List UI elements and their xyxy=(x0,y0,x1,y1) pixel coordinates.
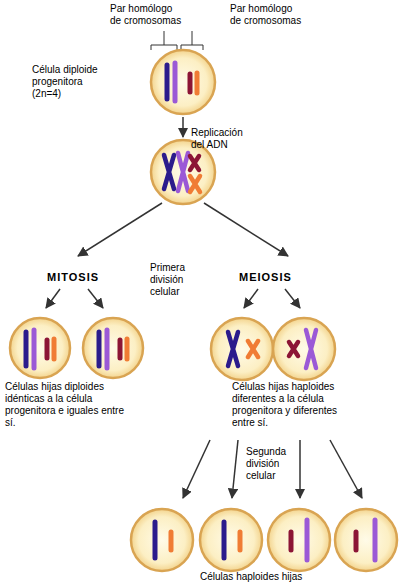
cell xyxy=(200,509,262,571)
chromosome xyxy=(190,156,199,170)
chromosome xyxy=(125,339,130,359)
chromosome xyxy=(289,532,294,550)
chromosome xyxy=(289,342,298,356)
chromosome xyxy=(222,522,227,558)
chromosome xyxy=(165,65,170,99)
chromosome xyxy=(24,332,29,366)
chromosome xyxy=(169,532,174,550)
chromosome xyxy=(178,153,188,191)
arrow xyxy=(204,203,288,256)
cell xyxy=(268,509,330,571)
cell xyxy=(273,318,335,380)
chromosome xyxy=(52,339,57,359)
caption-text: Células hijas haploides diferentes a la … xyxy=(232,381,358,429)
chromosome xyxy=(354,532,359,550)
arrow xyxy=(46,289,60,308)
cell xyxy=(211,318,273,380)
label-text: Célula diploide progenitora (2n=4) xyxy=(32,64,106,100)
arrow xyxy=(330,440,362,498)
cell xyxy=(151,50,215,114)
arrow xyxy=(299,440,301,498)
label-text: Primera división celular xyxy=(150,262,196,298)
chromosome xyxy=(373,520,378,560)
chromosome xyxy=(45,340,50,358)
chromosome xyxy=(305,520,310,560)
chromosome xyxy=(248,341,258,357)
caption-text: Células hijas diploides idénticas a la c… xyxy=(5,381,131,429)
arrow xyxy=(244,289,258,308)
label-text: Par homólogo de cromosomas xyxy=(110,3,184,27)
chromosome xyxy=(306,330,316,368)
chromosome xyxy=(188,74,193,92)
chromosome xyxy=(173,63,178,101)
cell xyxy=(131,509,193,571)
bracket xyxy=(181,31,203,50)
chromosome xyxy=(118,340,123,358)
process-heading: MEIOSIS xyxy=(239,271,309,284)
cell xyxy=(83,318,143,378)
chromosome xyxy=(32,330,37,368)
arrow xyxy=(183,440,210,498)
label-text: Par homólogo de cromosomas xyxy=(230,3,304,27)
chromosome xyxy=(228,332,238,366)
chromosome xyxy=(164,155,174,189)
label-text: Replicación del ADN xyxy=(191,127,251,151)
cell xyxy=(335,509,397,571)
arrow xyxy=(285,289,300,308)
chromosome xyxy=(195,73,200,93)
bracket xyxy=(151,31,177,50)
caption-text: Células haploides hijas xyxy=(200,571,340,583)
chromosome xyxy=(97,332,102,366)
label-text: Segunda división celular xyxy=(246,446,302,482)
arrow xyxy=(78,203,162,256)
chromosome xyxy=(238,532,243,550)
arrow xyxy=(88,289,103,308)
process-heading: MITOSIS xyxy=(47,271,117,284)
arrow xyxy=(232,440,238,498)
chromosome xyxy=(153,522,158,558)
chromosome xyxy=(190,176,200,192)
arrow xyxy=(182,117,184,137)
cell xyxy=(10,318,70,378)
chromosome xyxy=(105,330,110,368)
